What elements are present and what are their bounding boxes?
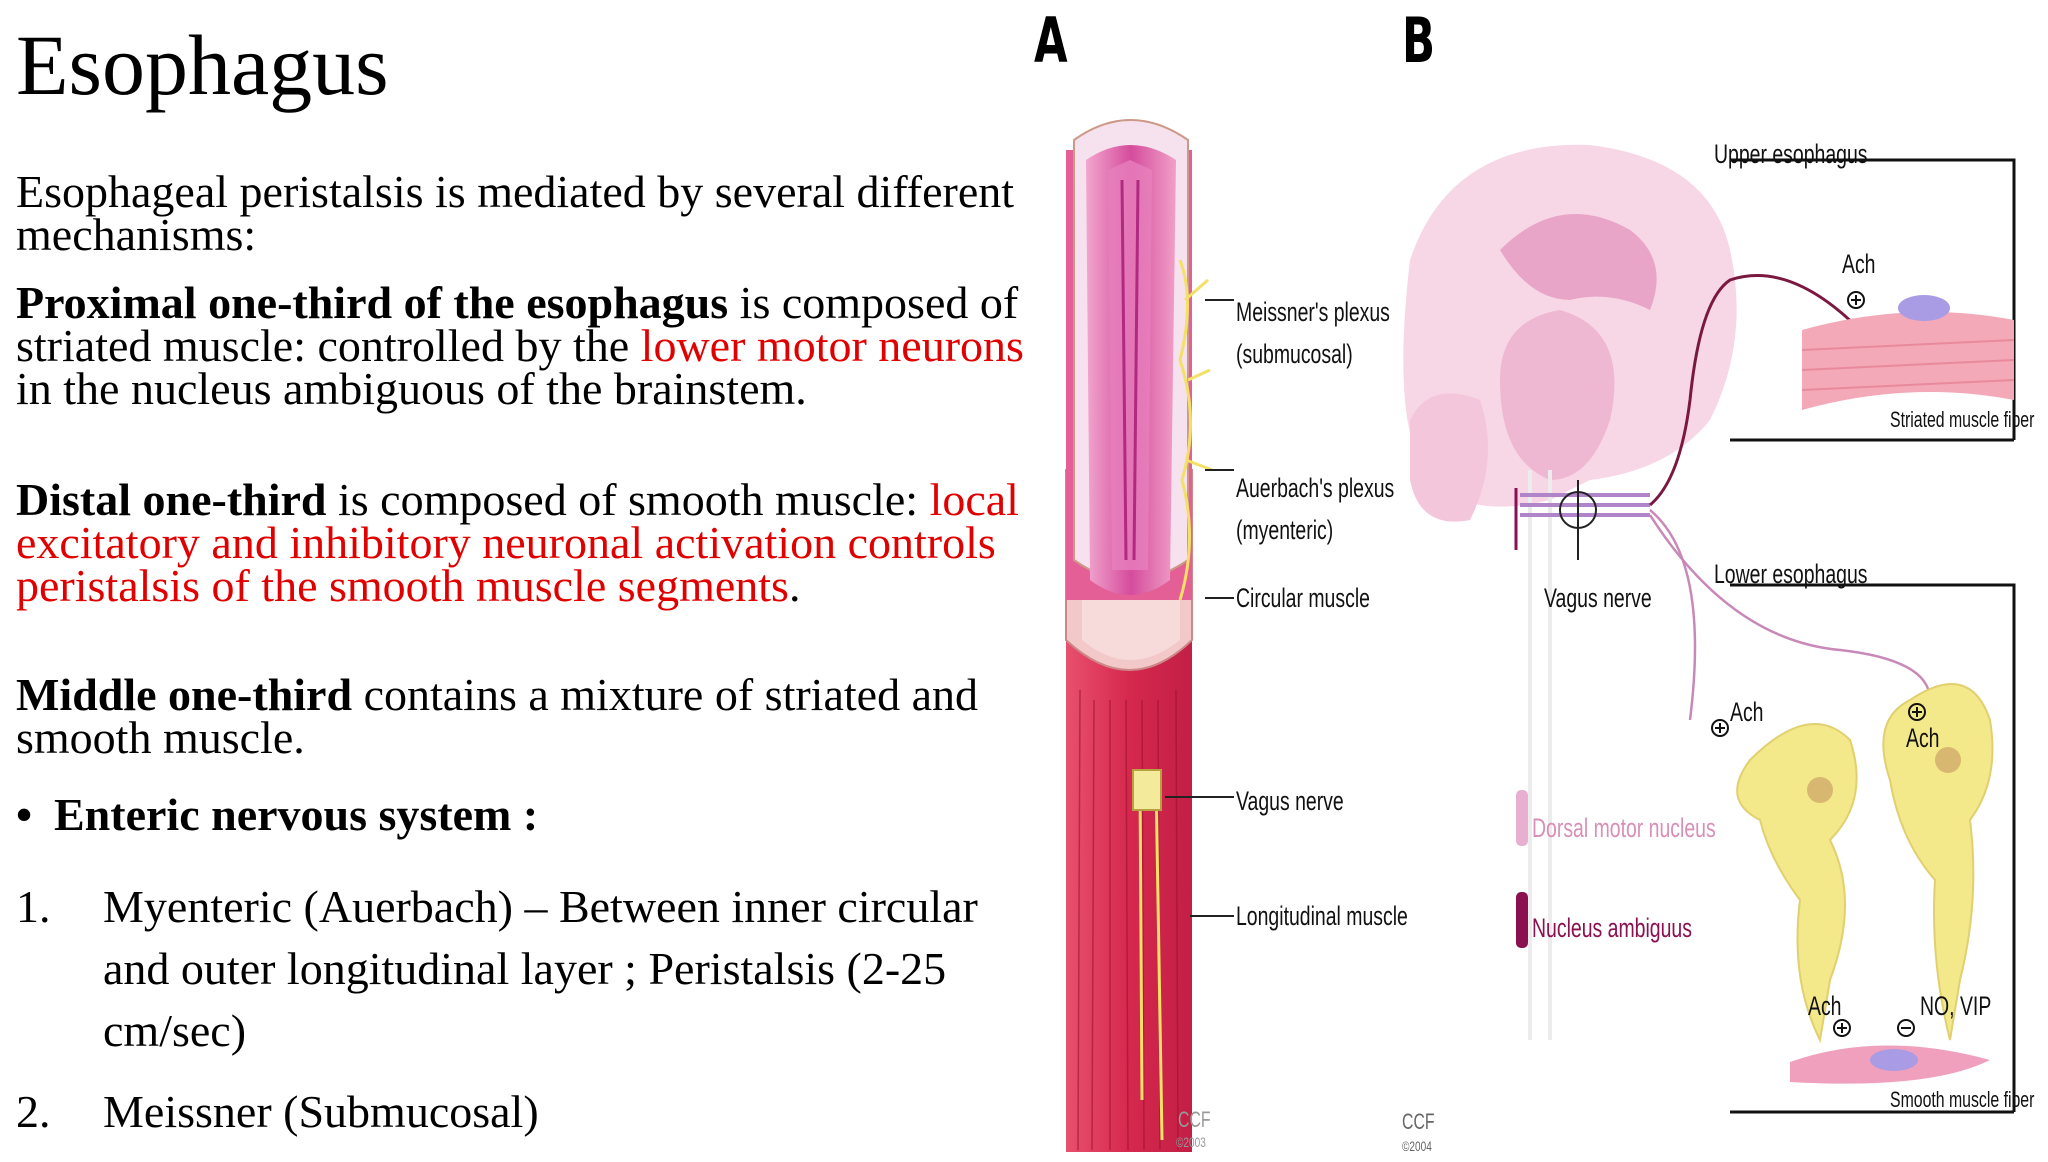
list-number: 1. (16, 881, 51, 932)
panel-b-letter: B (1402, 4, 1436, 77)
bullet-enteric: • Enteric nervous system : (16, 792, 538, 838)
label-smooth-fiber: Smooth muscle fiber (1890, 1087, 2035, 1112)
distal-highlight: local excitatory and inhibitory neuronal… (16, 474, 1019, 611)
intro-paragraph: Esophageal peristalsis is mediated by se… (16, 169, 1026, 258)
label-lower-esophagus: Lower esophagus (1714, 559, 1868, 589)
label-ach-left: Ach (1730, 697, 1764, 727)
label-myenteric: (myenteric) (1236, 515, 1334, 545)
label-no-vip: NO, VIP (1920, 991, 1992, 1021)
intro-text: Esophageal peristalsis is mediated by se… (16, 166, 1015, 260)
credit-a-year: ©2003 (1176, 1134, 1206, 1150)
label-nucleus-ambiguus: Nucleus ambiguus (1532, 913, 1692, 943)
proximal-heading: Proximal one-third of the esophagus (16, 277, 729, 328)
label-ach-upper: Ach (1842, 249, 1876, 279)
label-ach-bottom: Ach (1808, 991, 1842, 1021)
label-vagus-nerve-b: Vagus nerve (1544, 583, 1652, 613)
proximal-text-2: in the nucleus ambiguous of the brainste… (16, 363, 807, 414)
list-number: 2. (16, 1086, 51, 1137)
distal-text-1: is composed of smooth muscle: (326, 474, 930, 525)
label-circular-muscle: Circular muscle (1236, 583, 1370, 613)
label-auerbachs-plexus: Auerbach's plexus (1236, 473, 1395, 503)
proximal-text-1: is composed of striated muscle: controll… (16, 277, 1019, 371)
distal-heading: Distal one-third (16, 474, 327, 525)
proximal-highlight: lower motor neurons (640, 320, 1024, 371)
credit-b: CCF (1402, 1109, 1435, 1134)
credit-b-year: ©2004 (1402, 1138, 1432, 1154)
list-text: Myenteric (Auerbach) – Between inner cir… (103, 881, 978, 1056)
middle-heading: Middle one-third (16, 669, 353, 720)
label-upper-esophagus: Upper esophagus (1714, 139, 1868, 169)
label-submucosal: (submucosal) (1236, 339, 1353, 369)
middle-text: contains a mixture of striated and smoot… (16, 669, 978, 763)
label-longitudinal-muscle: Longitudinal muscle (1236, 901, 1408, 931)
distal-text-2: . (788, 560, 801, 611)
panel-a-illustration (1065, 119, 2016, 1152)
label-meissners-plexus: Meissner's plexus (1236, 297, 1390, 327)
bullet-dot-icon: • (16, 789, 33, 840)
label-striated-fiber: Striated muscle fiber (1890, 407, 2035, 432)
panel-a-letter: A (1034, 4, 1068, 77)
label-dorsal-motor-nucleus: Dorsal motor nucleus (1532, 813, 1716, 843)
esophagus-figure: A B Meissner's plexus (submucosal) Auerb… (1030, 0, 2048, 1154)
bullet-text: Enteric nervous system : (54, 789, 539, 840)
middle-paragraph: Middle one-third contains a mixture of s… (16, 672, 1026, 761)
label-vagus-nerve-a: Vagus nerve (1236, 786, 1344, 816)
slide-title: Esophagus (16, 17, 389, 113)
credit-a: CCF (1178, 1107, 1211, 1132)
proximal-paragraph: Proximal one-third of the esophagus is c… (16, 280, 1026, 412)
list-text: Meissner (Submucosal) (103, 1086, 539, 1137)
distal-paragraph: Distal one-third is composed of smooth m… (16, 477, 1026, 609)
label-ach-right: Ach (1906, 723, 1940, 753)
